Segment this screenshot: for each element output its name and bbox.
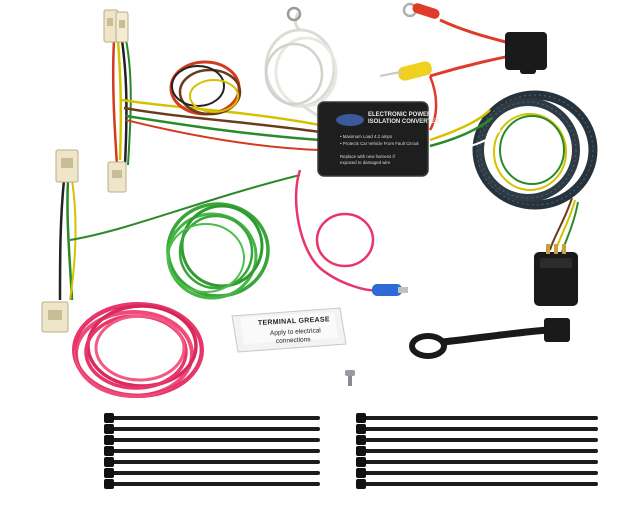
mounting-screw bbox=[345, 370, 355, 386]
zip-tie-right-1 bbox=[356, 413, 598, 423]
zip-tie-right-4 bbox=[356, 446, 598, 456]
zip-tie-left-4 bbox=[104, 446, 320, 456]
zip-tie-left-3 bbox=[104, 435, 320, 445]
converter-note-1: Replace with new harness if bbox=[340, 154, 395, 159]
zip-tie-right-6 bbox=[356, 468, 598, 478]
green-wire-coil bbox=[166, 202, 270, 300]
converter-module: ELECTRONIC POWER ISOLATION CONVERTER • M… bbox=[317, 101, 440, 177]
wire-loom-coil bbox=[429, 90, 598, 253]
converter-title-1: ELECTRONIC POWER bbox=[368, 112, 432, 118]
fused-power-wire bbox=[379, 2, 547, 131]
zip-tie-right-3 bbox=[356, 435, 598, 445]
zip-ties-left bbox=[104, 413, 320, 489]
zip-ties-right bbox=[356, 413, 598, 489]
grease-line-2: connections bbox=[276, 336, 312, 345]
grease-line-1: Apply to electrical bbox=[270, 327, 322, 337]
converter-title-2: ISOLATION CONVERTER bbox=[368, 119, 440, 125]
top-left-connector-harness bbox=[111, 39, 321, 166]
zip-tie-left-2 bbox=[104, 424, 320, 434]
zip-tie-left-5 bbox=[104, 457, 320, 467]
zip-tie-right-5 bbox=[356, 457, 598, 467]
dust-cap bbox=[409, 318, 570, 359]
zip-tie-right-7 bbox=[356, 479, 598, 489]
terminal-grease-packet: TERMINAL GREASE Apply to electrical conn… bbox=[231, 307, 347, 353]
four-flat-connector bbox=[534, 244, 578, 306]
grease-title: TERMINAL GREASE bbox=[258, 316, 330, 327]
brand-logo-icon bbox=[336, 114, 364, 126]
red-lead-butt-connector bbox=[294, 169, 408, 296]
converter-note-2: exposed to damaged wire bbox=[340, 160, 391, 165]
red-wire-coil bbox=[72, 302, 204, 398]
converter-bullet-2: • Protects Car Vehicle From Fault Circui… bbox=[340, 141, 419, 146]
connector-mid-left bbox=[107, 161, 127, 193]
zip-tie-left-6 bbox=[104, 468, 320, 478]
zip-tie-left-7 bbox=[104, 479, 320, 489]
zip-tie-right-2 bbox=[356, 424, 598, 434]
zip-tie-left-1 bbox=[104, 413, 320, 423]
connector-top-left bbox=[103, 9, 129, 43]
converter-bullet-1: • Maximum Load 4.2 amps bbox=[340, 134, 393, 139]
connector-left-pair bbox=[41, 149, 301, 333]
